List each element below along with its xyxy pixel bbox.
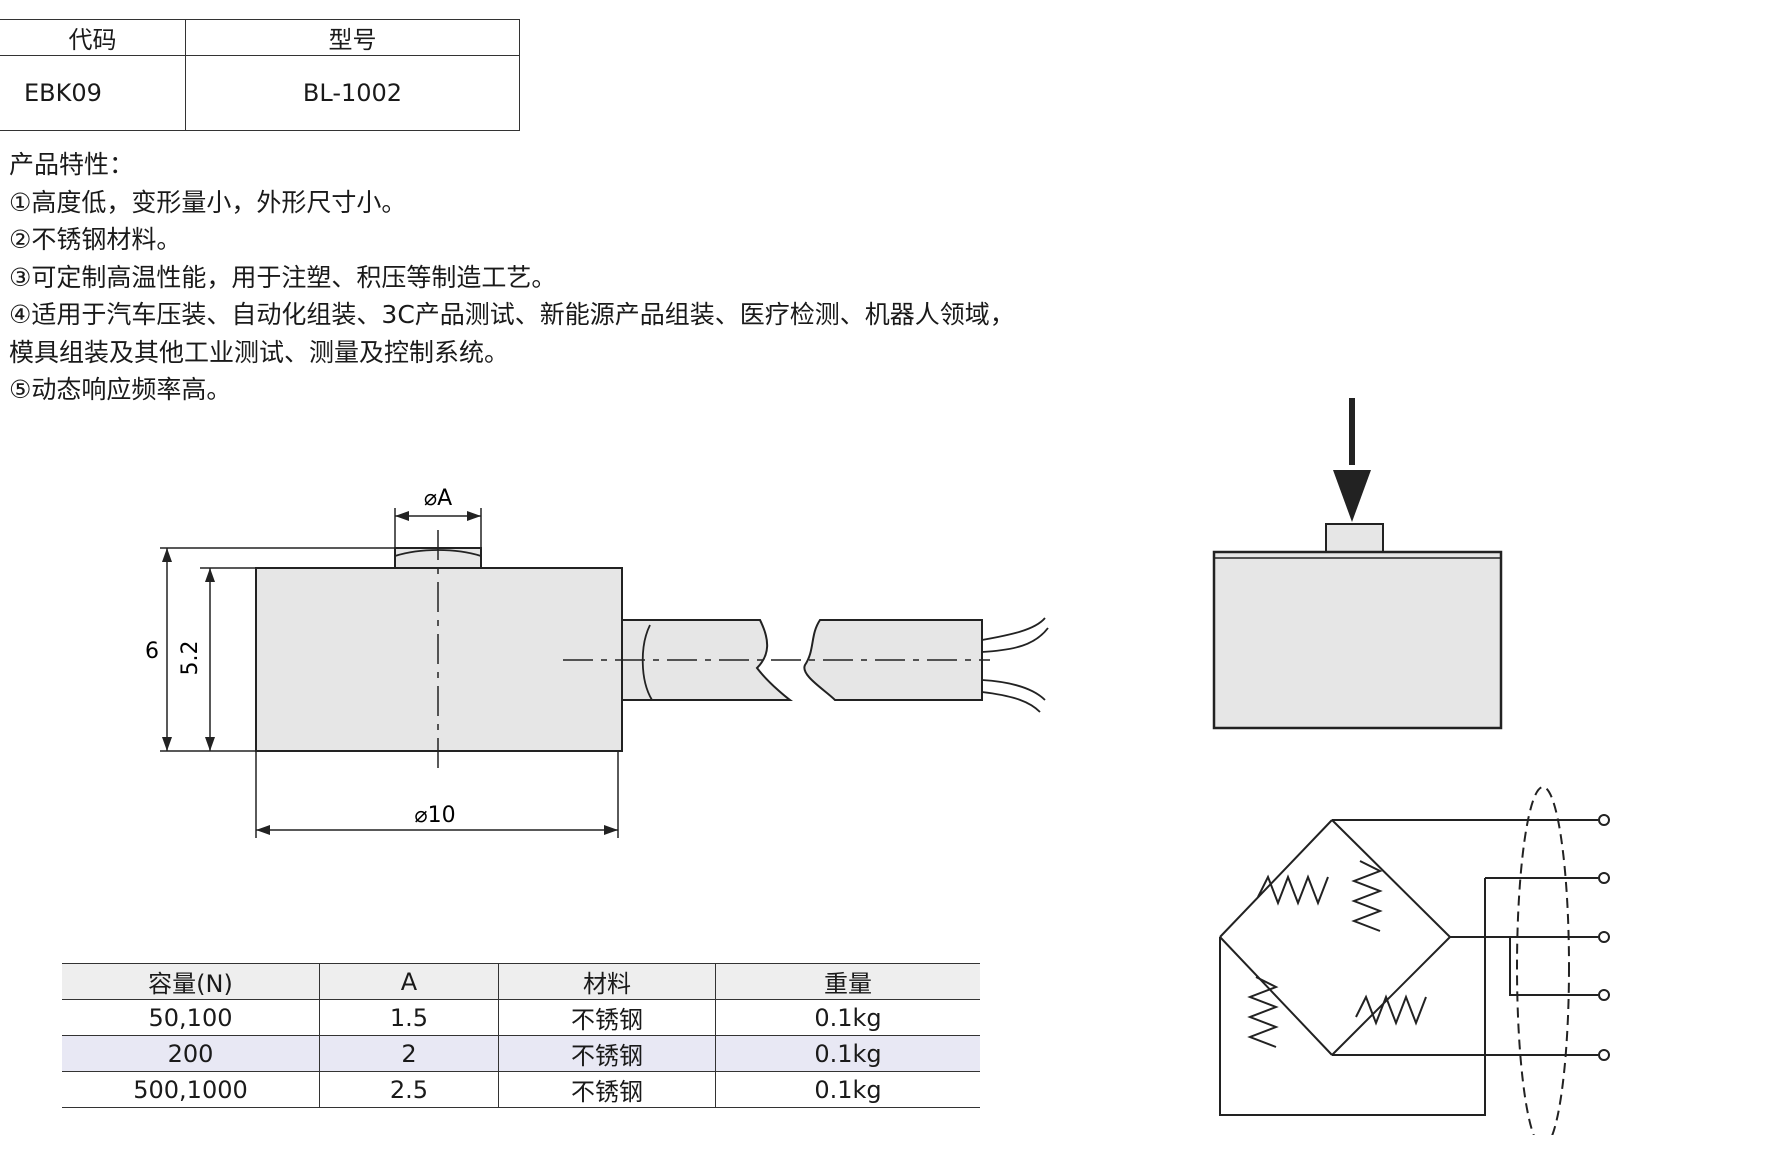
lead-wire [981, 617, 1046, 641]
feature-line: ⑤动态响应频率高。 [9, 375, 232, 404]
cell-material: 不锈钢 [498, 1071, 716, 1108]
cell-capacity: 50,100 [62, 999, 320, 1036]
terminal-icon [1598, 989, 1610, 1001]
resistor-icon [1351, 860, 1383, 932]
cell-a: 1.5 [319, 999, 499, 1036]
cell-material: 不锈钢 [498, 999, 716, 1036]
header-code: 代码 [0, 19, 186, 56]
feature-line: ③可定制高温性能，用于注塑、积压等制造工艺。 [9, 262, 557, 292]
dim-label-height: 6 [145, 639, 159, 664]
header-model: 型号 [185, 19, 520, 56]
header-capacity: 容量(N) [62, 963, 320, 1000]
cell-weight: 0.1kg [715, 1071, 980, 1108]
cell-material: 不锈钢 [498, 1035, 716, 1072]
features-block: 产品特性： ①高度低，变形量小，外形尺寸小。 ②不锈钢材料。 ③可定制高温性能，… [9, 146, 1015, 409]
force-arrow-icon [1333, 470, 1371, 522]
bridge-arm [1219, 936, 1333, 1056]
code-table: 代码 型号 EBK09 BL-1002 [0, 19, 520, 131]
model-value: BL-1002 [185, 55, 520, 131]
lead-wire [981, 627, 1049, 653]
bridge-arm [1331, 936, 1451, 1056]
front-body [1212, 550, 1503, 730]
cable-break-mark [641, 624, 653, 701]
load-front-view [1212, 398, 1503, 730]
header-weight: 重量 [715, 963, 980, 1000]
cable-bundle-outline [1516, 786, 1570, 1135]
wire [1219, 877, 1598, 1116]
dim-label-diameter: ⌀10 [414, 803, 455, 828]
code-value: EBK09 [0, 55, 186, 131]
sensor-body [255, 567, 623, 752]
cell-a: 2.5 [319, 1071, 499, 1108]
header-material: 材料 [498, 963, 716, 1000]
feature-line: 模具组装及其他工业测试、测量及控制系统。 [9, 337, 510, 367]
terminal-icon [1598, 814, 1610, 826]
bridge-arm [1331, 819, 1451, 938]
lead-wire [981, 691, 1041, 713]
front-button [1325, 523, 1384, 553]
resistor-icon [1257, 874, 1329, 906]
terminal-icon [1598, 1049, 1610, 1061]
sensor-dimension-drawing: ⌀A 6 5.2 ⌀10 [145, 486, 1049, 838]
lead-wire [981, 679, 1046, 701]
resistor-icon [1355, 994, 1427, 1026]
header-a: A [319, 963, 499, 1000]
cell-capacity: 500,1000 [62, 1071, 320, 1108]
wire [1509, 937, 1598, 996]
bridge-circuit [1219, 786, 1610, 1135]
table-row: 500,1000 2.5 不锈钢 0.1kg [62, 1071, 980, 1108]
terminal-icon [1598, 931, 1610, 943]
feature-line: ①高度低，变形量小，外形尺寸小。 [9, 187, 407, 217]
feature-line: ②不锈钢材料。 [9, 225, 182, 254]
dim-label-inner-height: 5.2 [178, 641, 203, 676]
table-row: 200 2 不锈钢 0.1kg [62, 1035, 980, 1072]
features-title: 产品特性： [9, 150, 135, 179]
capacity-table: 容量(N) A 材料 重量 50,100 1.5 不锈钢 0.1kg 200 2… [62, 963, 980, 1108]
terminal-icon [1598, 872, 1610, 884]
resistor-icon [1247, 976, 1279, 1048]
dim-label-a: ⌀A [424, 486, 452, 511]
cell-a: 2 [319, 1035, 499, 1072]
bridge-arm [1219, 819, 1333, 938]
cell-weight: 0.1kg [715, 1035, 980, 1072]
cell-capacity: 200 [62, 1035, 320, 1072]
cell-weight: 0.1kg [715, 999, 980, 1036]
feature-line: ④适用于汽车压装、自动化组装、3C产品测试、新能源产品组装、医疗检测、机器人领域… [9, 300, 1015, 329]
table-row: 50,100 1.5 不锈钢 0.1kg [62, 999, 980, 1036]
